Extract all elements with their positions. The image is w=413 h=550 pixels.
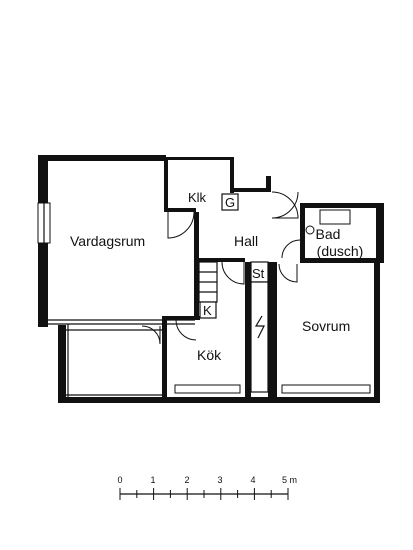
wall-left-balcony bbox=[58, 325, 66, 403]
door-entrance bbox=[271, 191, 299, 219]
scale-label-4: 4 bbox=[250, 475, 255, 485]
label-bad: Bad bbox=[316, 226, 341, 242]
scale-label-2: 2 bbox=[184, 475, 189, 485]
wall-bad-bottom bbox=[305, 258, 380, 263]
scale-label-1: 1 bbox=[150, 475, 155, 485]
wall-klk-left bbox=[164, 157, 168, 212]
door-living bbox=[167, 211, 195, 239]
wall-bad-left bbox=[300, 203, 305, 263]
room-labels: Vardagsrum Klk G Hall Bad (dusch) St K K… bbox=[70, 190, 363, 363]
wall-top-bad bbox=[300, 203, 384, 208]
label-hall: Hall bbox=[234, 233, 258, 249]
label-vardagsrum: Vardagsrum bbox=[70, 233, 145, 249]
door-kitchen-west bbox=[175, 319, 197, 341]
door-balcony bbox=[141, 325, 161, 345]
wall-sovrum-left bbox=[268, 262, 277, 397]
door-bad bbox=[281, 239, 301, 259]
wall-right-klk bbox=[230, 157, 234, 193]
windows-bottom bbox=[66, 384, 371, 396]
label-klk: Klk bbox=[188, 190, 207, 205]
door-entrance-swing bbox=[271, 191, 299, 219]
g-box bbox=[221, 193, 239, 211]
wall-hall-post bbox=[266, 176, 271, 192]
scale-label-3: 3 bbox=[217, 475, 222, 485]
door-sovrum bbox=[278, 263, 298, 283]
label-k: K bbox=[203, 303, 212, 318]
wall-top-living bbox=[38, 155, 166, 161]
wall-hall-top bbox=[234, 188, 270, 192]
wall-living-right bbox=[194, 212, 199, 262]
wall-bottom bbox=[58, 397, 380, 403]
wall-right-bad bbox=[376, 203, 384, 263]
interior-walls bbox=[48, 157, 380, 398]
window-left bbox=[37, 202, 51, 244]
scale-label-5m: 5 m bbox=[282, 475, 297, 485]
label-bad-dusch: (dusch) bbox=[317, 243, 364, 259]
doors bbox=[141, 191, 301, 345]
wall-living-right-lower bbox=[194, 262, 199, 318]
label-g: G bbox=[225, 195, 235, 210]
kitchen-fittings bbox=[198, 261, 269, 393]
label-sovrum: Sovrum bbox=[302, 318, 350, 334]
balcony bbox=[66, 324, 162, 397]
wall-kitchen-top bbox=[166, 316, 200, 320]
scale-bar: 0 1 2 3 4 5 m bbox=[117, 475, 297, 500]
wall-top-klk bbox=[166, 157, 232, 160]
label-st: St bbox=[252, 266, 265, 281]
label-kok: Kök bbox=[197, 347, 222, 363]
wall-klk-bottom bbox=[166, 208, 196, 212]
wall-hall-bottom bbox=[199, 258, 245, 262]
bathroom-fittings bbox=[305, 209, 351, 235]
wall-kitchen-right bbox=[245, 262, 251, 397]
wall-right-sovrum bbox=[374, 262, 380, 402]
scale-label-0: 0 bbox=[117, 475, 122, 485]
wall-kitchen-left bbox=[162, 316, 167, 398]
door-kitchen bbox=[221, 261, 245, 285]
